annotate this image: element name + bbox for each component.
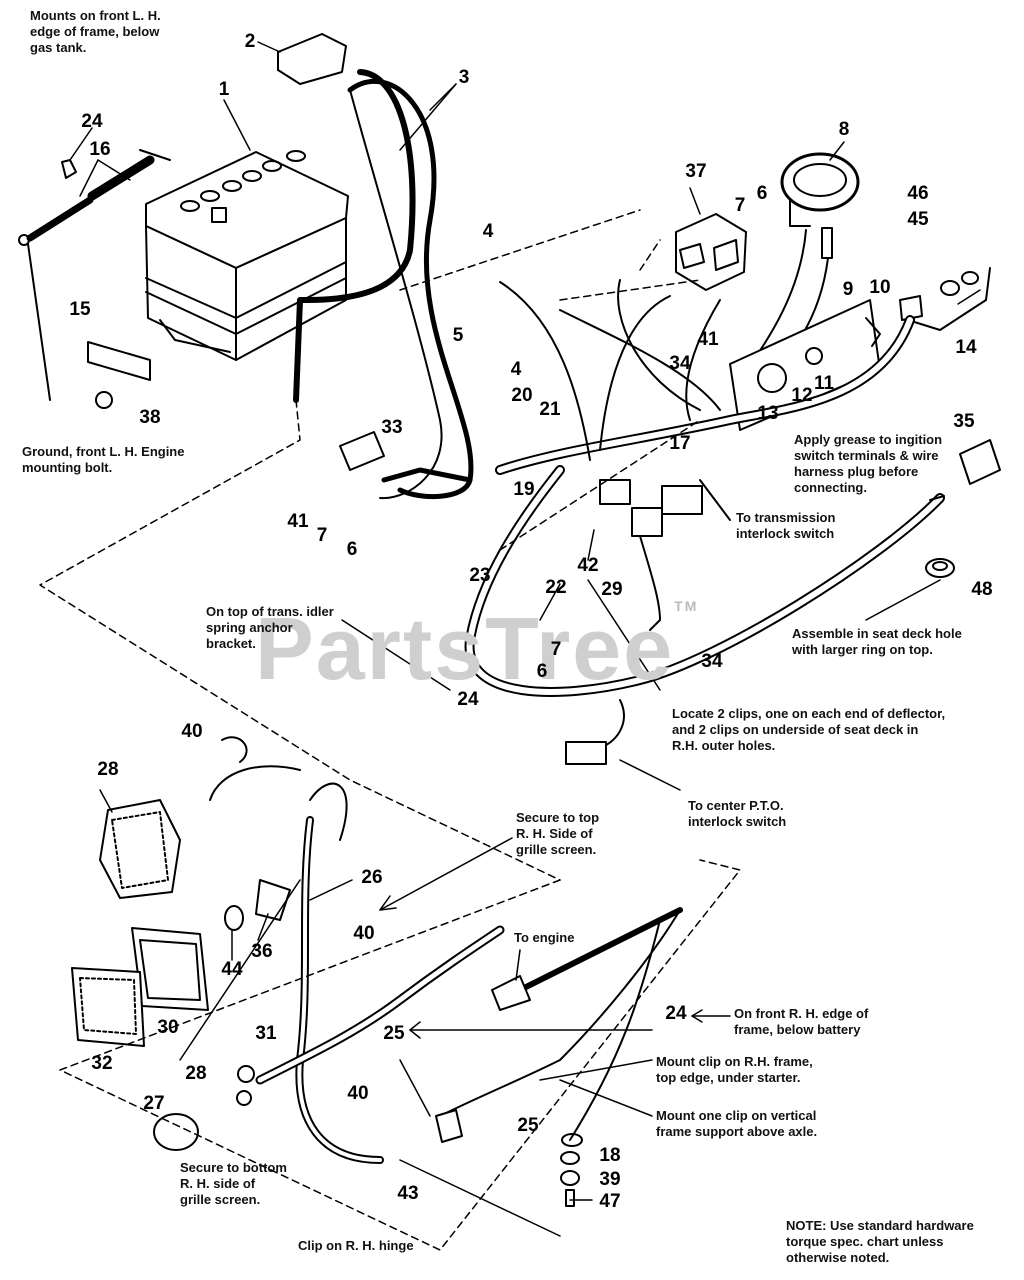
watermark-tm: TM <box>674 598 699 614</box>
callout-46: 46 <box>907 183 929 204</box>
note-secure-top-rh: Secure to top R. H. Side of grille scree… <box>516 810 600 857</box>
callout-16: 16 <box>89 139 111 160</box>
callout-9: 9 <box>842 279 854 300</box>
callout-25a: 25 <box>383 1023 405 1044</box>
callout-6b: 6 <box>346 539 358 560</box>
callout-43: 43 <box>397 1183 419 1204</box>
callout-31: 31 <box>255 1023 277 1044</box>
note-apply-grease: Apply grease to ingition switch terminal… <box>794 432 943 495</box>
callout-40a: 40 <box>181 721 203 742</box>
callout-5: 5 <box>452 325 464 346</box>
callout-7a: 7 <box>734 195 746 216</box>
callout-14: 14 <box>955 337 977 358</box>
callout-3: 3 <box>458 67 470 88</box>
callout-17: 17 <box>669 433 691 454</box>
callout-28b: 28 <box>185 1063 207 1084</box>
callout-13: 13 <box>757 403 779 424</box>
watermark: PartsTreeTM <box>255 598 698 700</box>
callout-25b: 25 <box>517 1115 539 1136</box>
callout-10: 10 <box>869 277 891 298</box>
callout-34b: 34 <box>701 651 723 672</box>
callout-40c: 40 <box>347 1083 369 1104</box>
callout-6a: 6 <box>756 183 768 204</box>
note-mount-one-clip: Mount one clip on vertical frame support… <box>656 1108 818 1139</box>
terminal-boot <box>277 33 347 85</box>
callout-18: 18 <box>599 1145 621 1166</box>
callout-48: 48 <box>971 579 993 600</box>
headlight-28 <box>99 799 181 899</box>
note-to-center-pto: To center P.T.O. interlock switch <box>688 798 787 829</box>
note-to-engine: To engine <box>514 930 575 945</box>
callout-24c: 24 <box>665 1003 687 1024</box>
callout-36: 36 <box>251 941 273 962</box>
callout-24a: 24 <box>81 111 103 132</box>
callout-30: 30 <box>157 1017 179 1038</box>
note-ground-front-lh: Ground, front L. H. Engine mounting bolt… <box>22 444 185 475</box>
note-on-top-trans: On top of trans. idler spring anchor bra… <box>206 604 334 651</box>
callout-47: 47 <box>599 1191 621 1212</box>
note-to-transmission: To transmission interlock switch <box>736 510 836 541</box>
callout-41b: 41 <box>287 511 309 532</box>
battery <box>145 150 349 361</box>
callout-1: 1 <box>218 79 230 100</box>
callout-11: 11 <box>813 373 835 394</box>
callout-6c: 6 <box>536 661 548 682</box>
callout-15: 15 <box>69 299 91 320</box>
watermark-text: PartsTree <box>255 599 675 698</box>
callout-7c: 7 <box>550 639 562 660</box>
callout-44: 44 <box>221 959 243 980</box>
note-mount-clip-rh: Mount clip on R.H. frame, top edge, unde… <box>656 1054 813 1085</box>
callout-23: 23 <box>469 565 491 586</box>
callout-4b: 4 <box>510 359 522 380</box>
callout-42: 42 <box>577 555 599 576</box>
callout-22: 22 <box>545 577 567 598</box>
callout-27: 27 <box>143 1093 165 1114</box>
note-mounts-front-lh: Mounts on front L. H. edge of frame, bel… <box>30 8 161 55</box>
callout-26: 26 <box>361 867 383 888</box>
callout-4a: 4 <box>482 221 494 242</box>
callout-32: 32 <box>91 1053 113 1074</box>
callout-41a: 41 <box>697 329 719 350</box>
callout-38: 38 <box>139 407 161 428</box>
note-locate-clips: Locate 2 clips, one on each end of defle… <box>672 706 946 753</box>
note-assemble-seat-deck: Assemble in seat deck hole with larger r… <box>792 626 962 657</box>
callout-45: 45 <box>907 209 929 230</box>
callout-2: 2 <box>244 31 256 52</box>
callout-40b: 40 <box>353 923 375 944</box>
callout-35: 35 <box>953 411 975 432</box>
note-hardware: NOTE: Use standard hardware torque spec.… <box>786 1218 974 1265</box>
callout-24b: 24 <box>457 689 479 710</box>
callout-33: 33 <box>381 417 403 438</box>
callout-21: 21 <box>539 399 561 420</box>
callout-7b: 7 <box>316 525 328 546</box>
callout-34a: 34 <box>669 353 691 374</box>
callout-8: 8 <box>838 119 850 140</box>
callout-20: 20 <box>511 385 533 406</box>
note-secure-bottom-rh: Secure to bottom R. H. side of grille sc… <box>180 1160 287 1207</box>
note-clip-rh-hinge: Clip on R. H. hinge <box>298 1238 414 1253</box>
callout-29: 29 <box>601 579 623 600</box>
callout-37: 37 <box>685 161 707 182</box>
callout-12: 12 <box>791 385 813 406</box>
note-on-front-rh: On front R. H. edge of frame, below batt… <box>734 1006 869 1037</box>
callout-19: 19 <box>513 479 535 500</box>
callout-39: 39 <box>599 1169 621 1190</box>
callout-28a: 28 <box>97 759 119 780</box>
